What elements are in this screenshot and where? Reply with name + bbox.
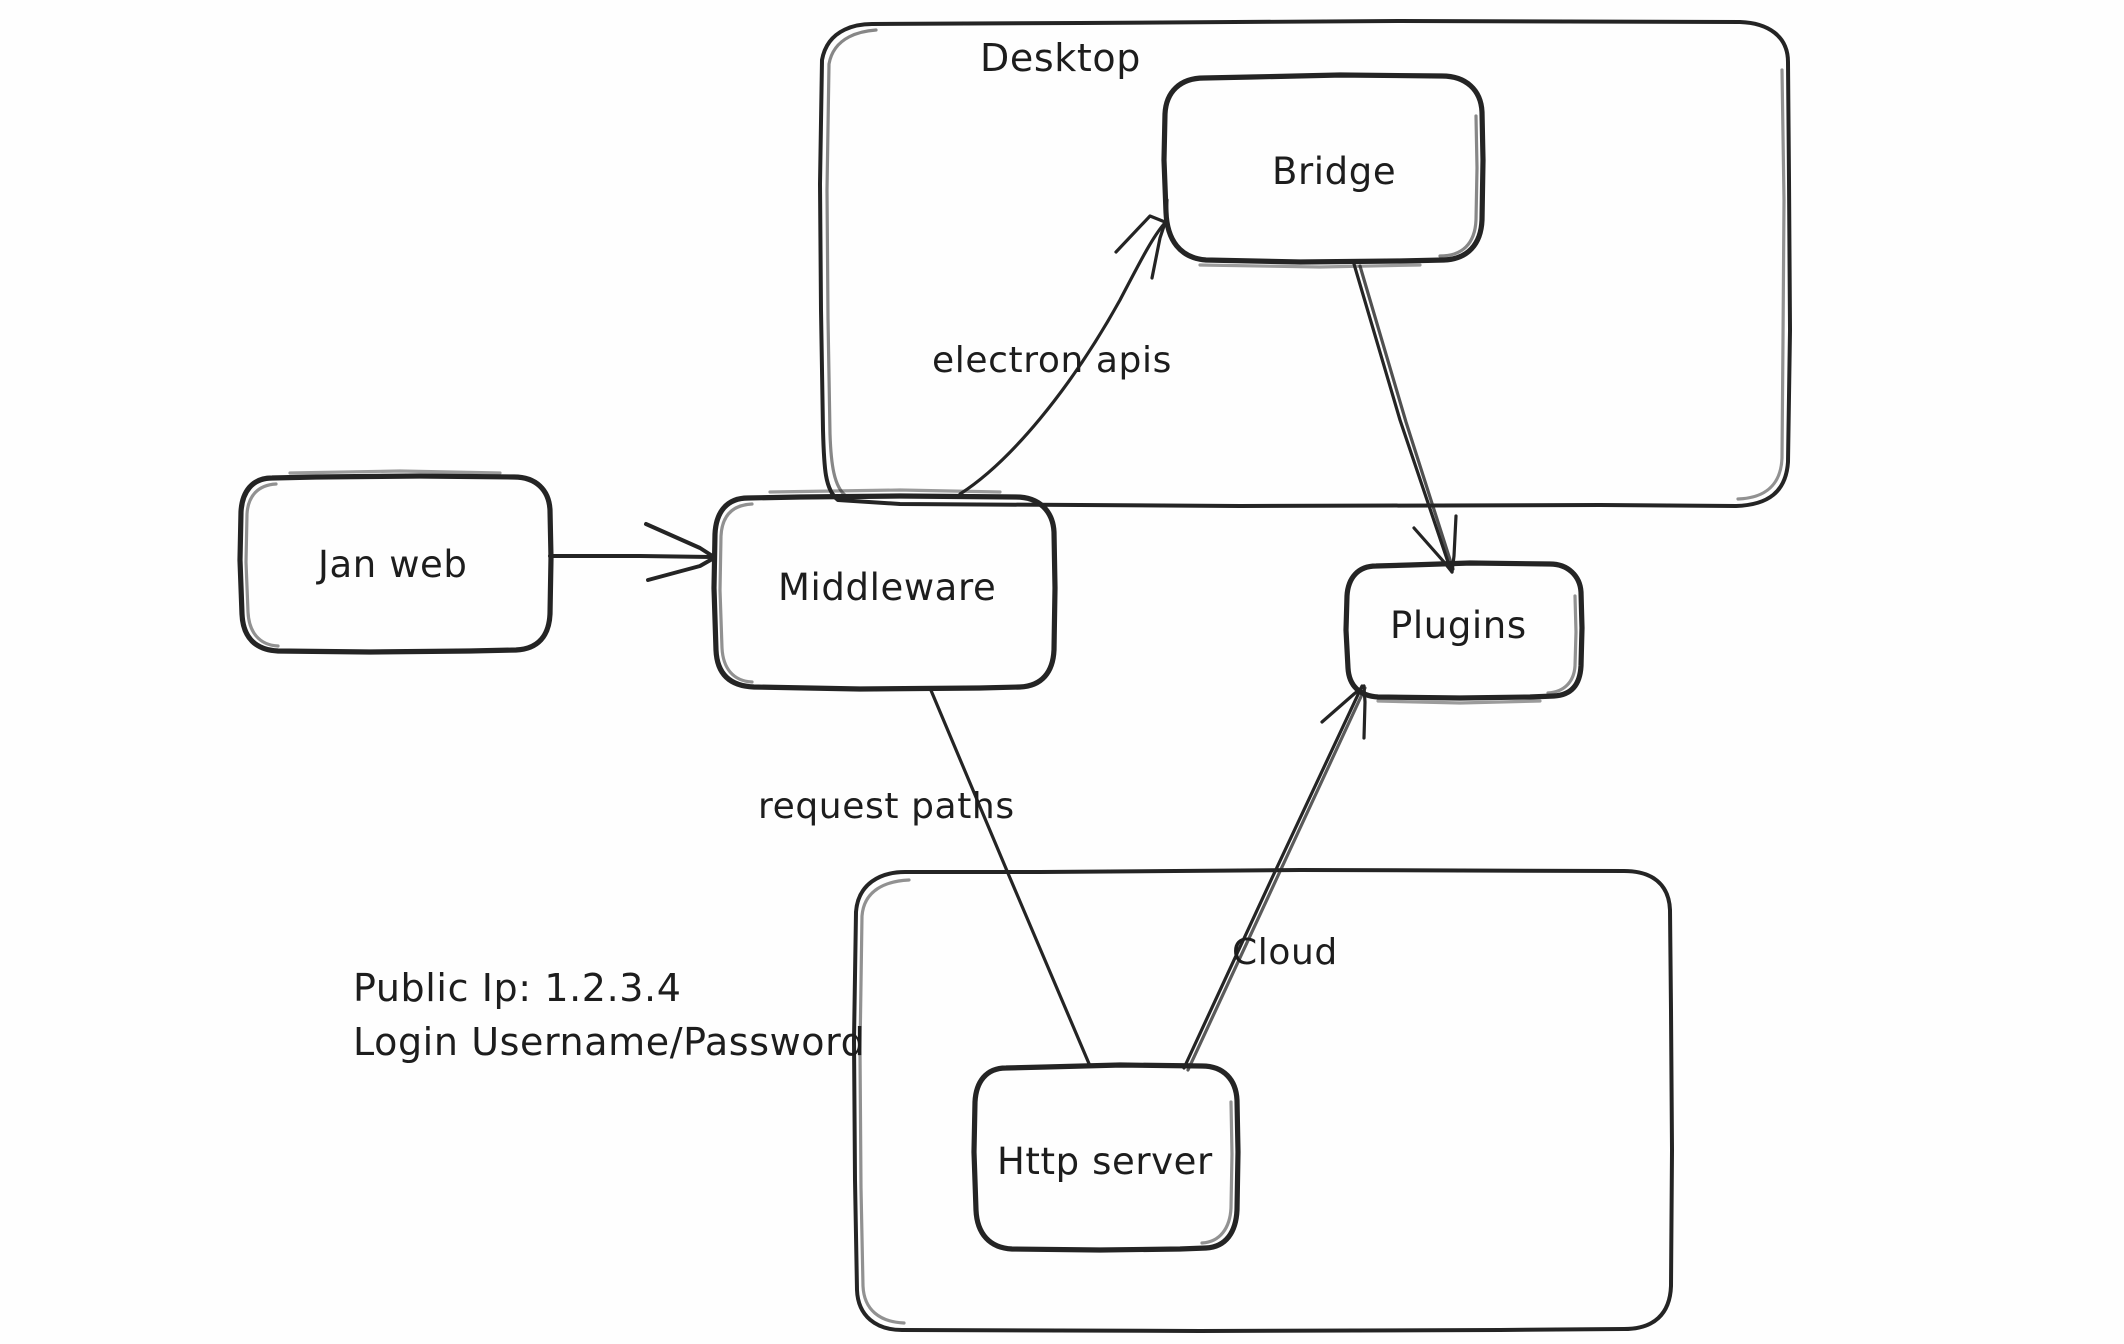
node-http-server-outline[interactable]: [971, 1062, 1241, 1253]
edge-label-cloud: Cloud: [1232, 932, 1338, 973]
edge-bridge-to-plugins[interactable]: [1352, 262, 1458, 574]
node-label-plugins: Plugins: [1390, 604, 1527, 647]
note-public-ip: Public Ip: 1.2.3.4: [353, 966, 682, 1010]
group-label-desktop: Desktop: [980, 36, 1141, 80]
node-bridge-outline[interactable]: [1161, 72, 1486, 269]
node-label-jan-web: Jan web: [318, 543, 468, 586]
edge-jan-web-to-middleware[interactable]: [548, 522, 716, 582]
group-cloud-outline[interactable]: [852, 868, 1674, 1333]
node-jan-web-outline[interactable]: [237, 469, 554, 655]
node-plugins-outline[interactable]: [1343, 560, 1585, 705]
edge-label-request-paths: request paths: [758, 786, 1015, 827]
edge-label-electron-apis: electron apis: [932, 340, 1172, 381]
node-label-http-server: Http server: [997, 1140, 1213, 1183]
edge-middleware-to-bridge[interactable]: [958, 198, 1169, 496]
edge-middleware-to-http-server[interactable]: [928, 686, 1092, 1068]
note-login-credentials: Login Username/Password: [353, 1020, 866, 1064]
node-label-bridge: Bridge: [1272, 150, 1397, 193]
group-desktop-outline[interactable]: [818, 19, 1792, 508]
edge-http-server-to-plugins[interactable]: [1182, 684, 1367, 1072]
node-label-middleware: Middleware: [778, 566, 997, 609]
